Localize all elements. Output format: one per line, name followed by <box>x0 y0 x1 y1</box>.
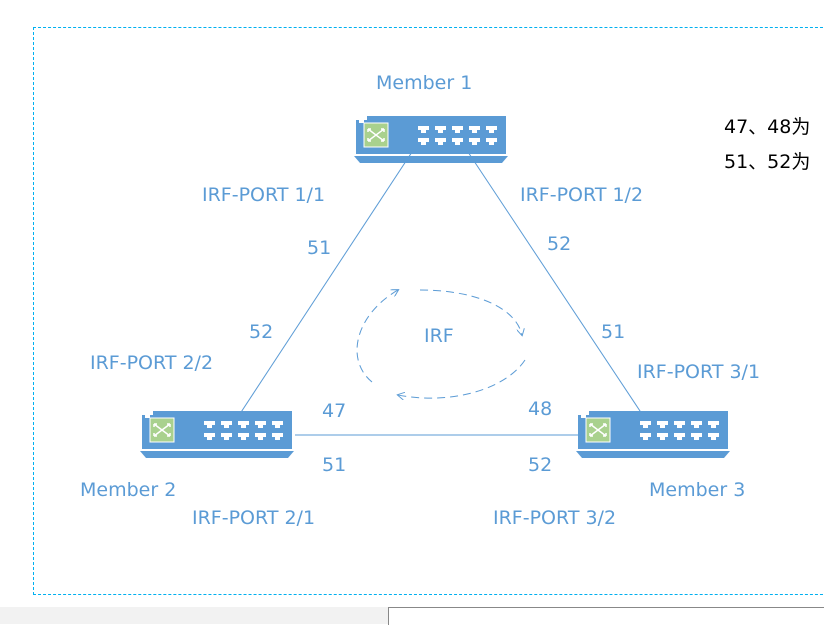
switch-member-3 <box>576 411 730 458</box>
port-2-1-label: IRF-PORT 2/1 <box>192 507 316 529</box>
port-number: 47 <box>322 400 347 422</box>
port-1-1-label: IRF-PORT 1/1 <box>202 184 326 206</box>
note-line-2: 51、52为 <box>724 151 811 173</box>
port-1-2-label: IRF-PORT 1/2 <box>520 184 644 206</box>
port-2-2-label: IRF-PORT 2/2 <box>90 352 214 374</box>
port-number: 51 <box>601 321 626 343</box>
member-3-label: Member 3 <box>649 479 746 501</box>
port-3-1-label: IRF-PORT 3/1 <box>637 361 761 383</box>
port-number: 51 <box>322 454 347 476</box>
port-number: 48 <box>528 398 553 420</box>
port-3-2-label: IRF-PORT 3/2 <box>493 507 617 529</box>
port-number: 52 <box>547 233 572 255</box>
port-number: 51 <box>307 237 332 259</box>
switch-member-2 <box>140 411 294 458</box>
note-line-1: 47、48为 <box>724 116 811 138</box>
link-m1-m3 <box>467 151 643 415</box>
status-bar-left <box>0 607 388 624</box>
irf-ring-arrows <box>356 290 526 398</box>
irf-label: IRF <box>424 325 454 347</box>
link-m1-m2 <box>227 151 413 433</box>
dashed-frame <box>33 27 824 595</box>
port-number: 52 <box>249 321 274 343</box>
status-bar-right <box>388 607 824 625</box>
member-1-label: Member 1 <box>376 72 473 94</box>
port-number: 52 <box>528 454 553 476</box>
member-2-label: Member 2 <box>80 479 177 501</box>
switch-member-1 <box>354 116 508 163</box>
